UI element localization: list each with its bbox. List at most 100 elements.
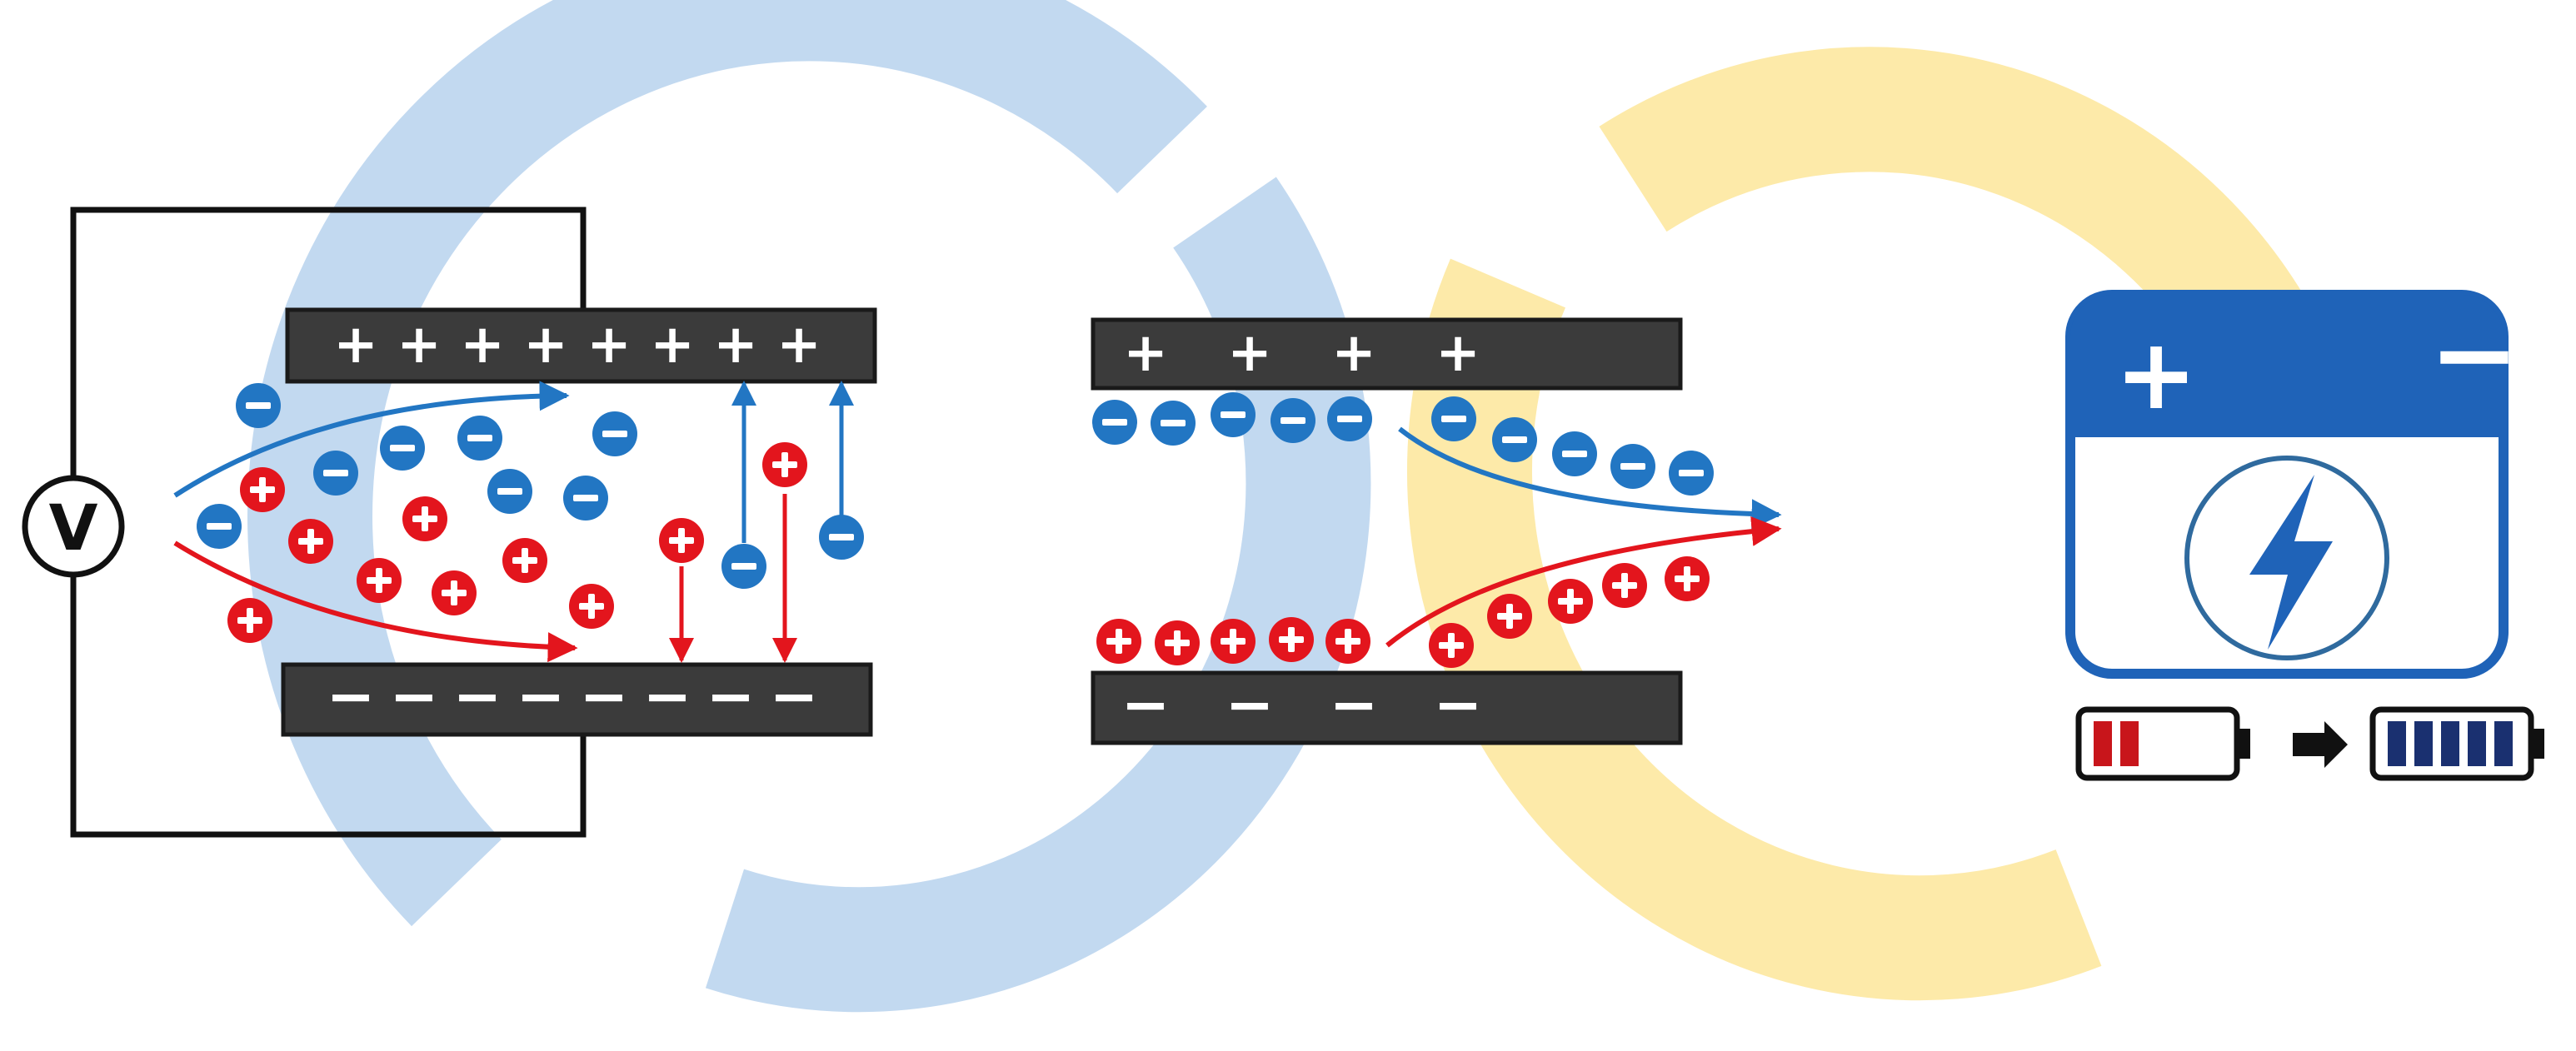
voltmeter-label: V [49,491,98,565]
anion-icon [197,504,242,549]
bottom-plate-negative-charges: −−−− [1121,670,1483,739]
low-battery-icon [2075,706,2240,781]
charge-bar [2468,721,2486,766]
anion-icon [1151,401,1196,446]
anion-icon [1092,400,1137,445]
plate-minus-sign: − [643,662,692,730]
plate-plus-sign: + [1227,322,1272,384]
bottom-electrode-plate [1091,670,1683,745]
charge-bar [2094,721,2112,766]
plate-plus-sign: + [1435,322,1480,384]
plate-minus-sign: − [1226,670,1275,739]
cation-icon [432,570,477,615]
cation-icon [1325,619,1370,664]
plate-plus-sign: + [587,314,632,376]
plate-minus-sign: − [706,662,756,730]
anion-icon [1327,396,1372,441]
top-electrode-plate [1091,317,1683,391]
lightning-bolt-icon [2249,475,2333,650]
cation-icon [1269,617,1314,662]
device-plus-terminal: + [2115,316,2198,431]
cation-icon [1548,579,1593,624]
anion-icon [1552,431,1597,476]
plate-plus-sign: + [460,314,505,376]
anion-icon [380,426,425,471]
charge-bar [2120,721,2139,766]
charge-bar [2441,721,2459,766]
plate-minus-sign: − [1330,670,1379,739]
charge-indicator [2075,706,2544,781]
discharging-cell: ++++ −−−− [1091,317,1782,745]
cation-icon [227,598,272,643]
plate-plus-sign: + [650,314,695,376]
cation-icon [502,538,547,583]
full-battery-level [2388,721,2513,766]
cation-icon [1487,594,1532,639]
plate-minus-sign: − [517,662,566,730]
bottom-electrode-plate [281,662,873,737]
cation-icon [288,519,333,564]
low-battery-level [2094,721,2139,766]
anion-release-arrow [1398,426,1782,530]
cation-icon [1429,623,1474,668]
charge-bar [2388,721,2406,766]
anion-icon [819,515,864,560]
plate-plus-sign: + [1123,322,1168,384]
cation-icon [659,518,704,563]
cation-icon [1155,620,1200,665]
plate-minus-sign: − [1121,670,1171,739]
device-header-bar [2070,295,2504,437]
cation-icon [762,442,807,487]
cation-path-arrow [173,540,578,663]
anion-icon [721,544,766,589]
cation-icon [240,467,285,512]
anion-icon [487,469,532,514]
cation-icon [1602,563,1647,608]
anion-icon [1271,398,1315,443]
plate-plus-sign: + [333,314,378,376]
cycle-arrows [247,0,2341,1013]
cation-icon [357,558,402,603]
full-battery-cap [2533,729,2544,759]
top-electrode-plate [285,307,877,384]
top-plate-positive-charges: ++++ [1123,322,1480,384]
top-plate-positive-charges: ++++++++ [333,314,821,376]
anion-icon [1211,392,1256,437]
anion-icon [236,383,281,428]
cation-icon [569,584,614,629]
anion-icon [313,451,358,496]
external-circuit: V [22,207,587,838]
bottom-plate-negative-charges: −−−−−−−− [327,662,819,730]
energy-storage-device: + − [2065,290,2520,679]
free-ions [197,383,864,643]
anion-icon [1610,444,1655,489]
cation-icon [402,496,447,541]
device-minus-terminal: − [2429,291,2520,417]
anion-icon [457,416,502,461]
plate-plus-sign: + [776,314,821,376]
anion-path-arrow [173,381,570,498]
plate-minus-sign: − [1434,670,1483,739]
cation-icon [1665,556,1710,601]
plate-minus-sign: − [770,662,819,730]
plate-minus-sign: − [390,662,439,730]
plate-plus-sign: + [523,314,568,376]
cation-icon [1096,619,1141,664]
plate-minus-sign: − [327,662,376,730]
anion-icon [592,411,637,456]
yellow-cycle-arc-upper [1599,47,2341,416]
voltmeter [22,475,125,578]
plate-plus-sign: + [397,314,442,376]
plate-minus-sign: − [580,662,629,730]
released-ions [1092,392,1714,668]
charging-cell: ++++++++ −−−−−−−− [173,307,877,737]
charge-bar [2414,721,2433,766]
cation-icon [1211,619,1256,664]
cation-release-arrow [1385,516,1782,648]
anion-icon [1669,451,1714,496]
right-arrow-icon [2293,721,2348,768]
anion-icon [1431,396,1476,441]
plate-minus-sign: − [453,662,502,730]
blue-cycle-arc-upper [247,0,1207,927]
